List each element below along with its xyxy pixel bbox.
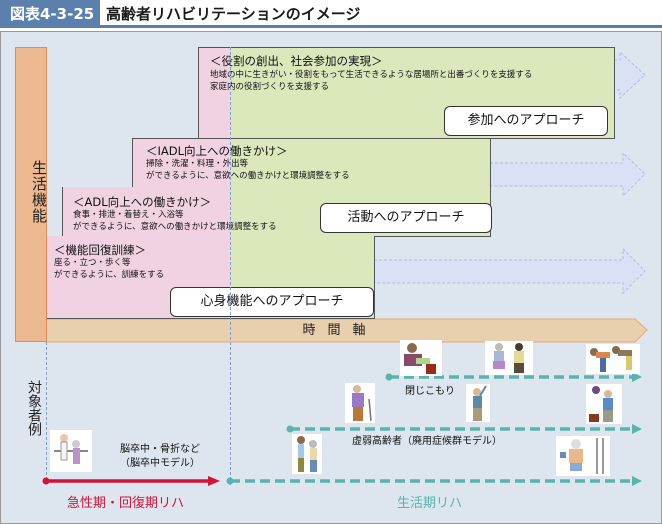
phase-boundary-line	[230, 47, 231, 485]
stroke-model-label-line1: 脳卒中・骨折など	[120, 444, 200, 455]
frail-elderly-label: 虚弱高齢者（廃用症候群モデル）	[352, 436, 502, 447]
acute-recovery-phase-label: 急性期・回復期リハ	[67, 496, 185, 511]
elderly-with-cane-illustration	[345, 383, 375, 423]
acute-start-line	[46, 342, 47, 480]
level-adl-line: ができるように、意欲への働きかけと環境調整をする	[73, 222, 277, 232]
figure-header	[0, 0, 662, 28]
life-function-axis	[15, 47, 47, 342]
subjects-axis-label: 対象者例	[26, 380, 42, 436]
figure-title: 高齢者リハビリテーションのイメージ	[106, 5, 361, 23]
level-body-function-line: ができるように、訓練をする	[54, 270, 165, 280]
acute-phase-timeline	[42, 476, 220, 486]
arrow-iadl	[489, 151, 646, 198]
acute-zone	[133, 139, 231, 187]
elderly-standing-illustration	[586, 384, 622, 424]
level-participation-title: ＜役割の創出、社会参加の実現＞	[210, 54, 383, 68]
timeline-arrowhead	[632, 372, 642, 382]
participation-approach-label: 参加へのアプローチ	[444, 106, 608, 136]
activity-approach-label: 活動へのアプローチ	[320, 203, 492, 233]
withdrawn-timeline	[385, 372, 642, 382]
arrow-participation	[613, 50, 646, 100]
acute-zone	[63, 187, 231, 236]
level-iadl-line: 掃除・洗濯・料理・外出等	[146, 159, 249, 169]
stroke-model-label-line2: （脳卒中モデル）	[120, 458, 200, 469]
timeline-arrowhead	[632, 476, 642, 486]
elderly-exercise-illustration	[586, 344, 640, 374]
living-phase-label: 生活期リハ	[397, 496, 463, 511]
time-axis-label: 時間軸	[302, 323, 378, 338]
body-function-approach-label: 心身機能へのアプローチ	[170, 287, 374, 317]
level-iadl-title: ＜IADL向上への働きかけ＞	[146, 144, 288, 158]
level-iadl-line: ができるように、意欲への働きかけと環境調整をする	[146, 171, 350, 181]
frail-timeline	[286, 424, 642, 434]
elderly-home-illustration	[556, 436, 610, 476]
level-adl-title: ＜ADL向上への働きかけ＞	[73, 195, 212, 209]
level-body-function-line: 座る・立つ・歩く等	[54, 258, 131, 268]
withdrawn-label: 閉じこもり	[405, 386, 455, 397]
elderly-stretching-illustration	[466, 384, 490, 422]
arrow-body-function	[373, 247, 646, 295]
figure-number: 図表4-3-25	[0, 0, 100, 28]
living-phase-timeline	[226, 476, 642, 486]
life-function-axis-label: 生活機能	[30, 160, 48, 224]
elderly-sitting-illustration	[400, 340, 442, 376]
level-adl-line: 食事・排泄・着替え・入浴等	[73, 210, 184, 220]
timeline-arrowhead	[632, 424, 642, 434]
elderly-conversation-illustration	[485, 341, 533, 375]
rehab-walking-bars-illustration	[50, 430, 92, 472]
acute-zone	[199, 48, 231, 138]
level-body-function-title: ＜機能回復訓練＞	[54, 243, 146, 257]
level-participation-line: 家庭内の役割づくりを支援する	[210, 82, 330, 92]
level-participation-line: 地域の中に生きがい・役割をもって生活できるような居場所と出番づくりを支援する	[210, 70, 533, 80]
timeline-arrowhead	[208, 476, 220, 486]
level-iadl-box	[132, 138, 491, 188]
caregiver-elderly-illustration	[292, 434, 322, 474]
